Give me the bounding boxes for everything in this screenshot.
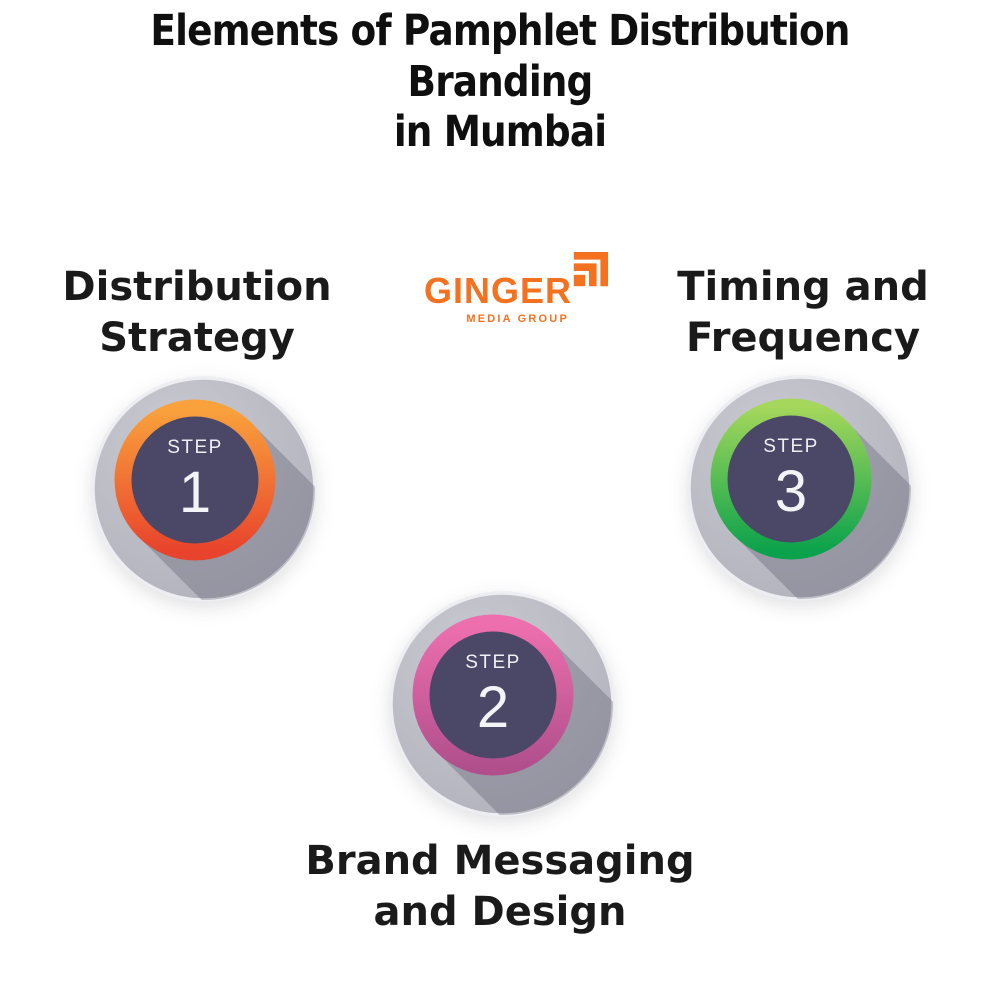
page-title-line1: Elements of Pamphlet Distribution Brandi… [150,6,850,107]
step-1-medallion: STEP 1 [84,369,324,609]
step-1-label-line1: Distribution [62,264,332,310]
logo-brand-text: GINGER [424,270,573,311]
step-3-ring [710,398,872,560]
logo-tagline-text: MEDIA GROUP [466,313,569,325]
step-1-label-line2: Strategy [99,315,295,362]
step-2-label: Brand Messaging and Design [240,836,760,938]
step-2-disc [389,591,615,817]
step-1-label: Distribution Strategy [12,262,382,364]
step-3-disc [687,375,913,601]
step-3-label-line1: Timing and [677,264,929,310]
step-2-label-line1: Brand Messaging [305,838,695,884]
step-1-disc [91,376,317,602]
step-2-label-line2: and Design [373,889,627,936]
step-1-ring [114,399,276,561]
nested-squares-icon [573,252,608,287]
step-3-label-line2: Frequency [685,315,921,362]
step-2-ring [412,614,574,776]
page-title-line2: in Mumbai [393,107,607,158]
ginger-media-logo: GINGER MEDIA GROUP [424,252,610,330]
step-3-medallion: STEP 3 [680,368,920,608]
step-2-medallion: STEP 2 [382,584,622,824]
step-3-label: Timing and Frequency [618,262,988,364]
page-title: Elements of Pamphlet Distribution Brandi… [65,6,935,158]
